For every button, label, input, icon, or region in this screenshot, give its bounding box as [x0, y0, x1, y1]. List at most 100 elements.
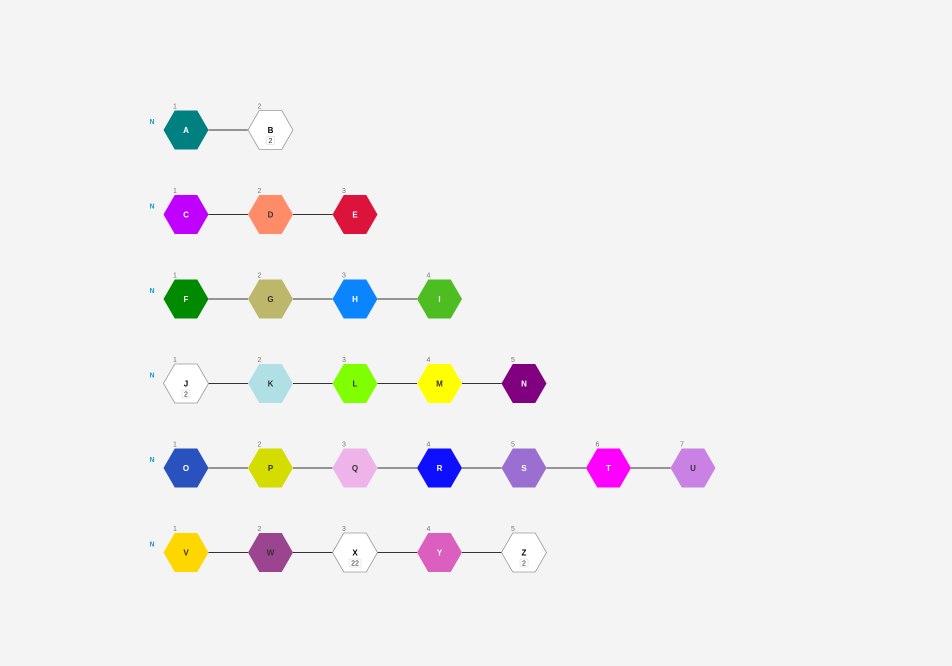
hex-node-y[interactable]: 4Y	[417, 526, 462, 572]
hex-node-p[interactable]: 2P	[248, 442, 293, 488]
row-label: N	[149, 373, 154, 380]
hex-node-l[interactable]: 3L	[332, 357, 378, 403]
badge-count: 22	[351, 561, 359, 568]
badge-count: 2	[184, 392, 188, 399]
hex-node-q[interactable]: 3Q	[332, 442, 378, 488]
hex-node-u[interactable]: 7U	[670, 442, 716, 488]
row-label: N	[149, 288, 154, 295]
hexagon	[332, 279, 378, 319]
hexagon	[163, 195, 209, 234]
node-letter: N	[521, 380, 527, 389]
node-letter: S	[521, 464, 527, 473]
hexagon	[332, 532, 378, 573]
node-letter: I	[438, 295, 440, 304]
hex-node-f[interactable]: 1F	[163, 273, 209, 319]
hexagon	[332, 364, 378, 403]
node-letter: J	[184, 380, 188, 389]
node-letter: T	[606, 464, 611, 473]
hexagon	[247, 110, 294, 150]
node-number: 3	[342, 273, 346, 280]
node-letter: Z	[522, 549, 527, 558]
node-letter: Y	[437, 549, 443, 558]
hex-node-i[interactable]: 4I	[417, 273, 462, 319]
hexagon	[332, 448, 378, 488]
hex-node-h[interactable]: 3H	[332, 273, 378, 319]
hexagon	[163, 279, 209, 319]
node-number: 1	[173, 526, 177, 533]
node-letter: C	[183, 211, 189, 220]
hexagon	[163, 533, 209, 572]
hex-node-k[interactable]: 2K	[248, 357, 293, 403]
node-number: 4	[427, 357, 431, 364]
hexagon	[501, 448, 547, 488]
hexagon	[417, 364, 462, 403]
node-letter: R	[437, 464, 443, 473]
node-number: 2	[258, 442, 262, 449]
hex-node-r[interactable]: 4R	[417, 442, 462, 488]
node-number: 6	[596, 442, 600, 449]
node-letter: G	[267, 295, 273, 304]
hex-node-v[interactable]: 1V	[163, 526, 209, 572]
node-letter: U	[690, 464, 696, 473]
node-number: 4	[427, 526, 431, 533]
hex-node-t[interactable]: 6T	[586, 442, 631, 488]
node-number: 2	[258, 357, 262, 364]
hex-node-d[interactable]: 2D	[248, 188, 293, 234]
node-letter: O	[183, 464, 189, 473]
node-number: 2	[258, 188, 262, 195]
node-number: 3	[342, 357, 346, 364]
hexagon	[417, 448, 462, 488]
hex-node-j[interactable]: 1J2	[163, 357, 209, 404]
node-number: 1	[173, 104, 177, 111]
hex-node-z[interactable]: 5Z2	[501, 526, 547, 573]
badge	[181, 389, 191, 399]
node-number: 1	[173, 442, 177, 449]
hex-node-n[interactable]: 5N	[501, 357, 547, 403]
hex-node-b[interactable]: 2B2	[247, 104, 294, 150]
node-letter: H	[352, 295, 358, 304]
row-label: N	[149, 457, 154, 464]
hex-node-e[interactable]: 3E	[332, 188, 378, 234]
hexagon	[417, 533, 462, 572]
node-number: 2	[258, 526, 262, 533]
node-letter: W	[267, 549, 275, 558]
node-letter: A	[183, 126, 189, 135]
hex-node-a[interactable]: 1A	[163, 104, 209, 150]
hexagon	[248, 364, 293, 403]
badge	[519, 558, 529, 568]
hexagon	[670, 448, 716, 488]
node-number: 3	[342, 442, 346, 449]
node-number: 2	[258, 104, 262, 111]
node-number: 3	[342, 526, 346, 533]
node-number: 1	[173, 273, 177, 280]
hexagon	[248, 448, 293, 488]
row-label: N	[149, 542, 154, 549]
hexagon	[586, 448, 631, 488]
node-number: 2	[258, 273, 262, 280]
node-letter: X	[352, 549, 358, 558]
hex-node-m[interactable]: 4M	[417, 357, 462, 403]
hex-node-o[interactable]: 1O	[163, 442, 209, 488]
hexagon	[248, 195, 293, 234]
node-letter: B	[268, 126, 274, 135]
node-number: 4	[427, 442, 431, 449]
node-number: 3	[342, 188, 346, 195]
node-letter: V	[183, 549, 189, 558]
node-letter: K	[268, 380, 274, 389]
hexagon	[163, 448, 209, 488]
hex-node-x[interactable]: 3X 22	[332, 526, 378, 573]
hex-node-w[interactable]: 2W	[248, 526, 293, 572]
node-letter: L	[353, 380, 358, 389]
hex-node-c[interactable]: 1C	[163, 188, 209, 234]
node-number: 5	[511, 442, 515, 449]
hex-node-g[interactable]: 2G	[248, 273, 293, 319]
hex-node-s[interactable]: 5S	[501, 442, 547, 488]
node-letter: P	[268, 464, 274, 473]
node-letter: F	[184, 295, 189, 304]
node-number: 4	[427, 273, 431, 280]
